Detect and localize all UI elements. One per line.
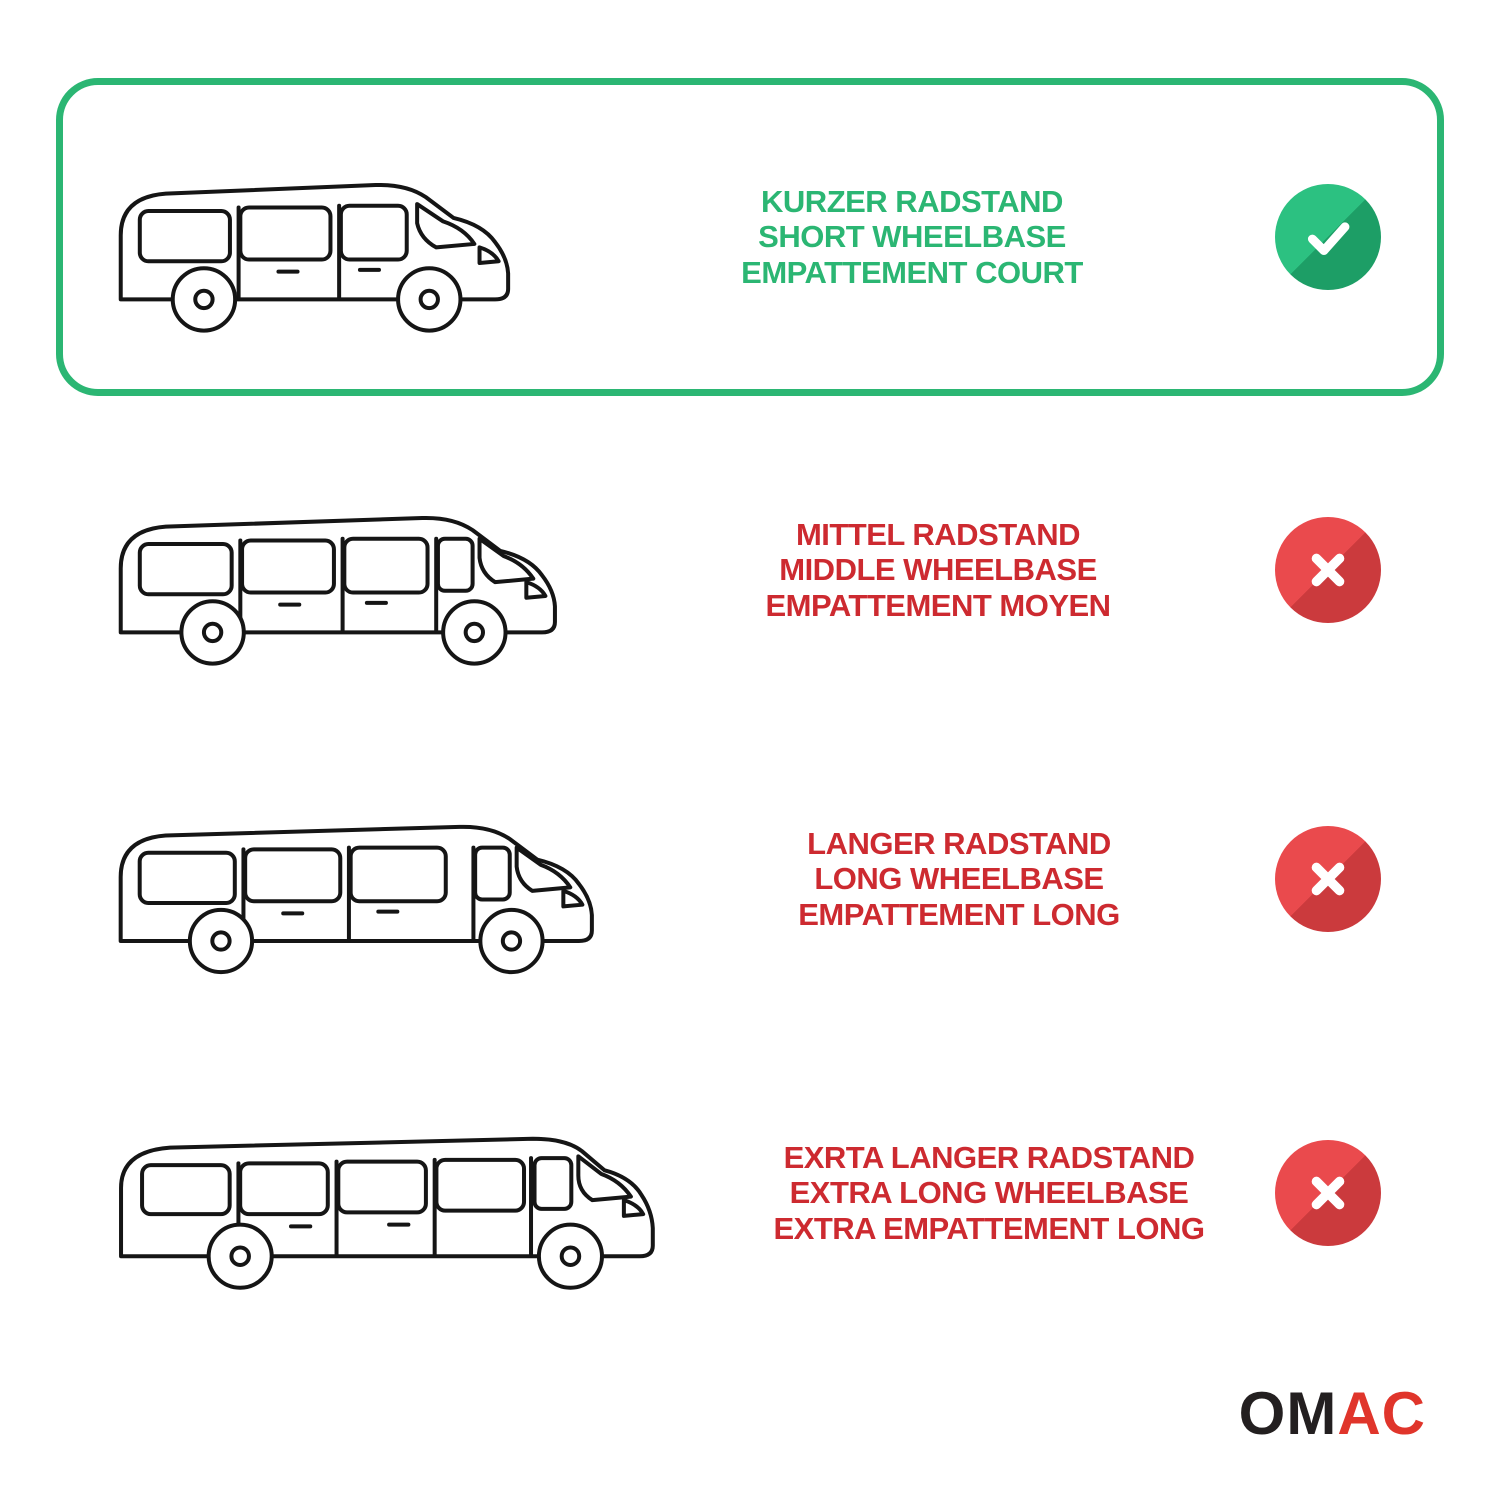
van-illustration-short [93, 133, 561, 341]
label-de: LANGER RADSTAND [807, 826, 1111, 861]
label-en: EXTRA LONG WHEELBASE [789, 1175, 1189, 1211]
van-illustration-long [93, 775, 655, 983]
option-row-long-wheelbase: LANGER RADSTAND LONG WHEELBASE EMPATTEME… [56, 728, 1444, 1030]
van-illustration-middle [93, 466, 613, 674]
cross-badge [1275, 517, 1381, 623]
label-de: EXRTA LANGER RADSTAND [783, 1140, 1195, 1175]
option-labels-long: LANGER RADSTAND LONG WHEELBASE EMPATTEME… [655, 826, 1263, 932]
cross-icon [1311, 1176, 1345, 1210]
check-badge [1275, 184, 1381, 290]
label-en: LONG WHEELBASE [814, 861, 1104, 897]
label-fr: EMPATTEMENT LONG [798, 896, 1120, 932]
label-de: KURZER RADSTAND [761, 184, 1063, 219]
brand-logo-dark-part: OM [1238, 1380, 1338, 1447]
van-illustration-extra-long [93, 1088, 715, 1298]
check-icon [1307, 222, 1350, 256]
option-labels-middle: MITTEL RADSTAND MIDDLE WHEELBASE EMPATTE… [613, 517, 1263, 623]
label-en: SHORT WHEELBASE [758, 219, 1066, 255]
option-labels-extra-long: EXRTA LANGER RADSTAND EXTRA LONG WHEELBA… [715, 1140, 1263, 1246]
label-fr: EMPATTEMENT MOYEN [765, 587, 1111, 623]
cross-badge [1275, 826, 1381, 932]
label-de: MITTEL RADSTAND [795, 517, 1081, 552]
label-fr: EXTRA EMPATTEMENT LONG [773, 1210, 1205, 1246]
cross-badge [1275, 1140, 1381, 1246]
option-row-short-wheelbase: KURZER RADSTAND SHORT WHEELBASE EMPATTEM… [56, 78, 1444, 396]
label-en: MIDDLE WHEELBASE [779, 552, 1097, 588]
brand-logo: OMAC [1239, 1384, 1426, 1444]
cross-icon [1311, 553, 1345, 587]
cross-icon [1311, 862, 1345, 896]
option-row-extra-long-wheelbase: EXRTA LANGER RADSTAND EXTRA LONG WHEELBA… [56, 1032, 1444, 1354]
label-fr: EMPATTEMENT COURT [741, 254, 1083, 290]
option-labels-short: KURZER RADSTAND SHORT WHEELBASE EMPATTEM… [561, 184, 1263, 290]
option-row-middle-wheelbase: MITTEL RADSTAND MIDDLE WHEELBASE EMPATTE… [56, 424, 1444, 716]
brand-logo-red-part: AC [1337, 1380, 1426, 1447]
